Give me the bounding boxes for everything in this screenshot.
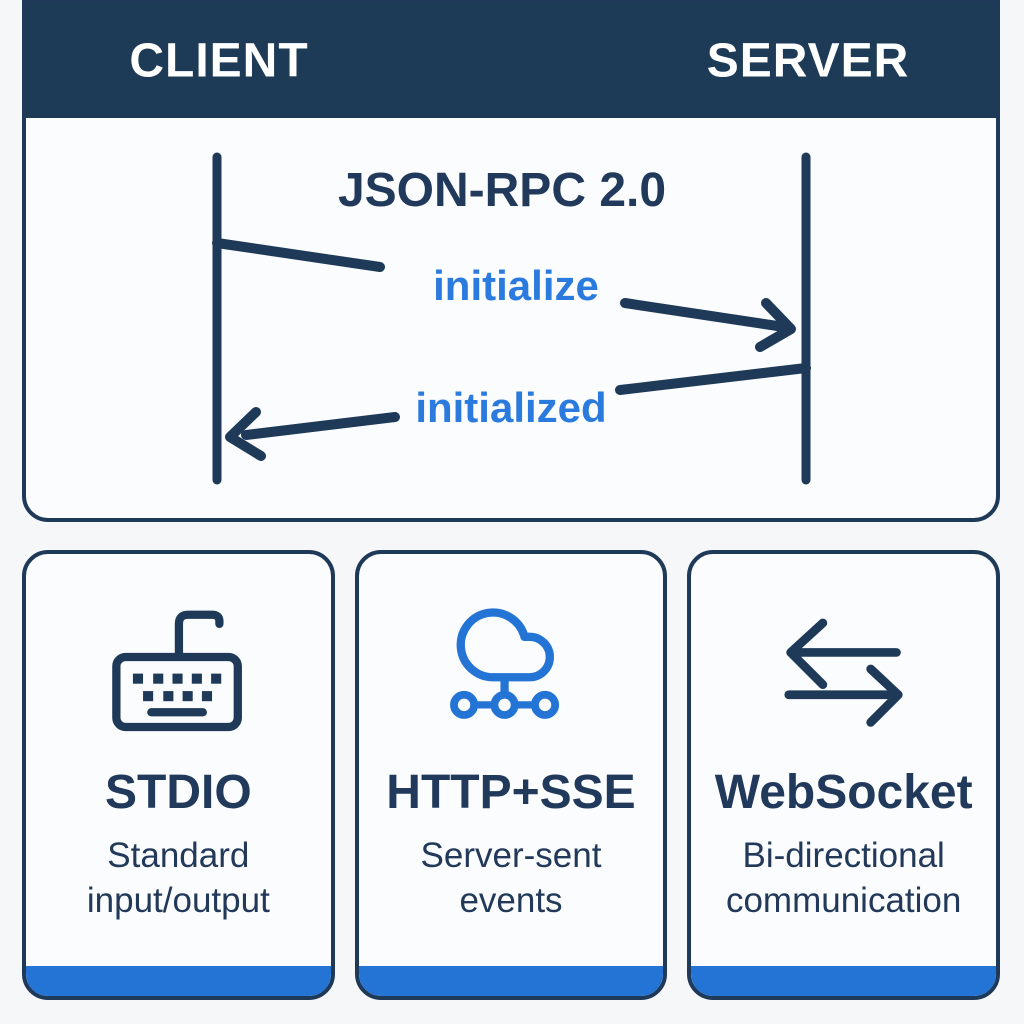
arrowhead-right-icon bbox=[755, 298, 796, 352]
message-initialized-arrow bbox=[225, 363, 811, 461]
transport-title-websocket: WebSocket bbox=[714, 766, 973, 819]
transport-description-websocket: Bi-directional communication bbox=[725, 836, 962, 920]
message-initialize-label: initialize bbox=[433, 262, 599, 309]
cloud-network-icon bbox=[450, 607, 560, 719]
bidirectional-arrows-icon bbox=[784, 618, 903, 727]
server-label: SERVER bbox=[706, 34, 910, 88]
transport-title-http-sse: HTTP+SSE bbox=[386, 766, 636, 819]
transport-description-stdio: Standard input/output bbox=[86, 836, 270, 920]
http-sse-icon-wrap bbox=[442, 596, 580, 741]
card-accent-bar bbox=[358, 966, 664, 996]
transport-card-websocket: WebSocket Bi-directional communication bbox=[687, 550, 1001, 1000]
sequence-panel: CLIENT SERVER JSON-RPC 2.0 initialize bbox=[22, 0, 1000, 522]
keyboard-icon bbox=[112, 610, 243, 731]
stdio-icon-wrap bbox=[109, 596, 247, 741]
card-accent-bar bbox=[691, 966, 997, 996]
arrowhead-left-icon bbox=[225, 407, 266, 461]
message-initialize-arrow bbox=[212, 238, 796, 352]
transport-cards: STDIO Standard input/output HTTP+SSE bbox=[22, 550, 1001, 1000]
sequence-diagram: JSON-RPC 2.0 initialize initialized bbox=[212, 152, 811, 485]
participants-header: CLIENT SERVER bbox=[26, 4, 996, 118]
transport-title-stdio: STDIO bbox=[105, 766, 252, 819]
transport-card-http-sse: HTTP+SSE Server-sent events bbox=[354, 550, 668, 1000]
websocket-icon-wrap bbox=[775, 596, 913, 741]
protocol-title: JSON-RPC 2.0 bbox=[338, 164, 666, 217]
client-label: CLIENT bbox=[129, 34, 309, 88]
transport-card-stdio: STDIO Standard input/output bbox=[22, 550, 335, 1000]
transport-description-http-sse: Server-sent events bbox=[420, 836, 602, 920]
card-accent-bar bbox=[26, 966, 331, 996]
message-initialized-label: initialized bbox=[415, 384, 606, 431]
